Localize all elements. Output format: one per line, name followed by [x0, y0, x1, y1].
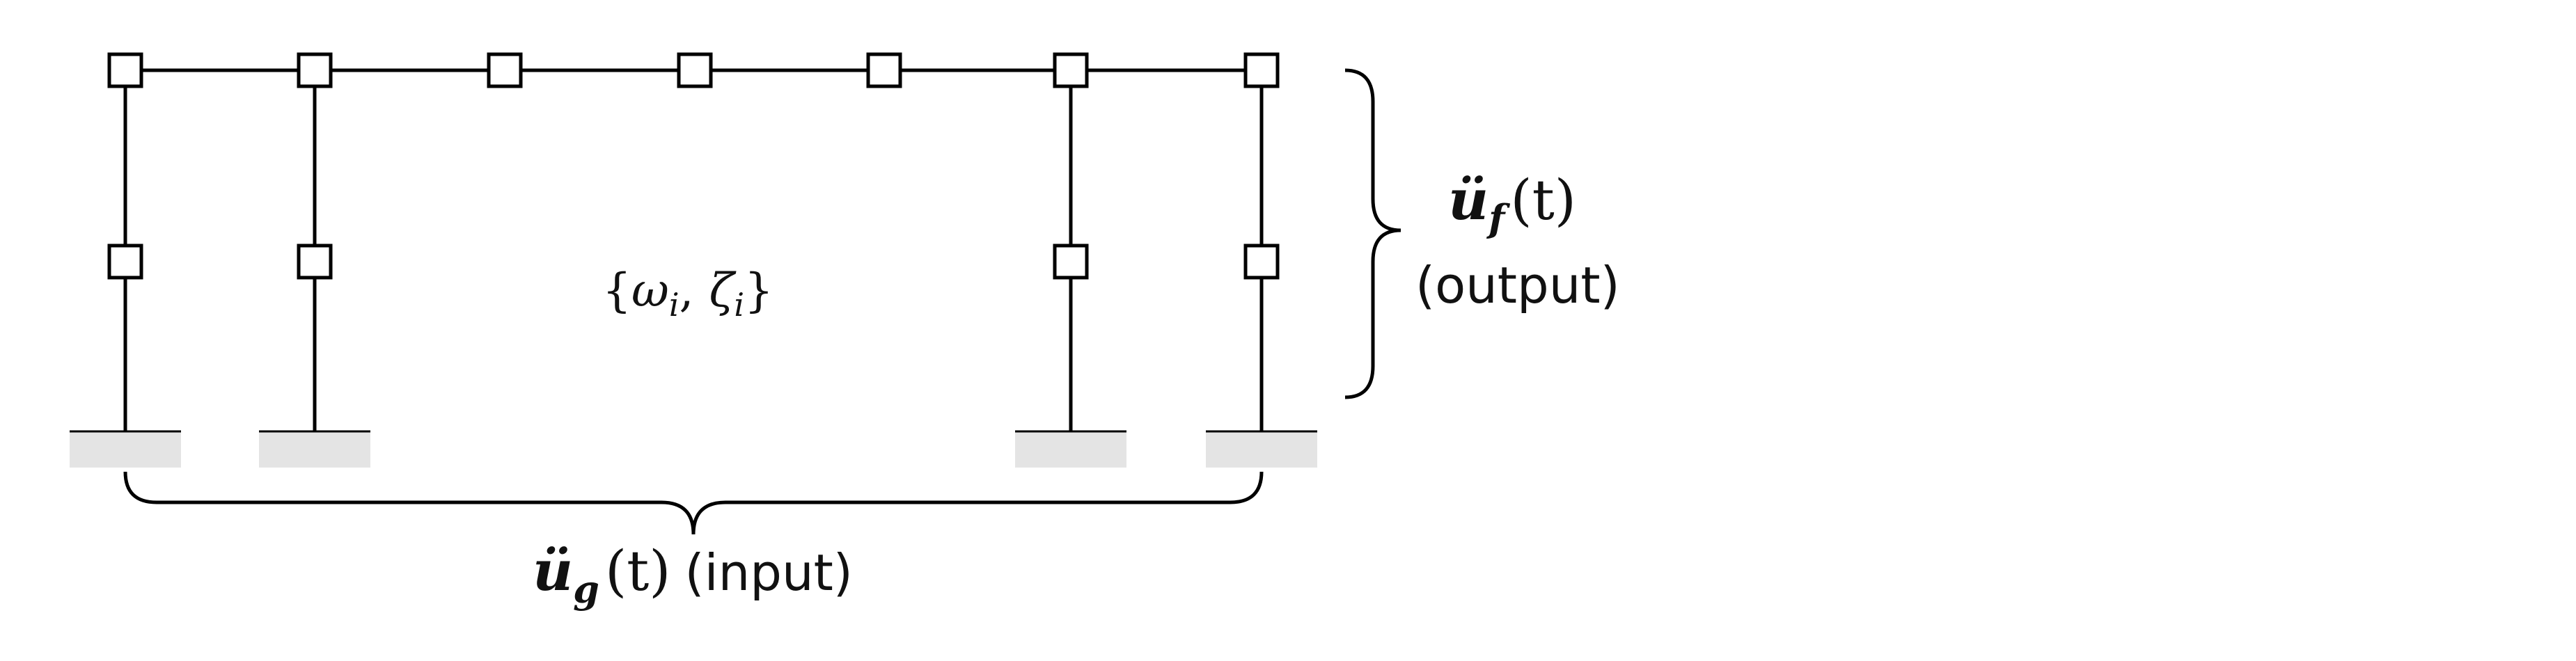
node-top-4 [677, 52, 713, 88]
ground-support-2 [259, 430, 370, 468]
modal-parameters-label: {ωi,ζi} [602, 264, 773, 324]
output-symbol: üf(t) [1448, 167, 1576, 241]
output-brace [1344, 68, 1401, 399]
node-mid-1 [107, 244, 143, 280]
ground-support-1 [70, 430, 181, 468]
ground-support-4 [1206, 430, 1317, 468]
node-mid-3 [1053, 244, 1089, 280]
ground-support-3 [1015, 430, 1126, 468]
input-label: üg(t)(input) [533, 538, 853, 612]
node-mid-4 [1243, 244, 1280, 280]
node-mid-2 [297, 244, 333, 280]
output-tag: (output) [1415, 256, 1620, 314]
node-top-6 [1053, 52, 1089, 88]
input-brace [123, 471, 1264, 535]
node-top-2 [297, 52, 333, 88]
node-top-3 [487, 52, 523, 88]
node-top-5 [866, 52, 902, 88]
node-top-7 [1243, 52, 1280, 88]
node-top-1 [107, 52, 143, 88]
